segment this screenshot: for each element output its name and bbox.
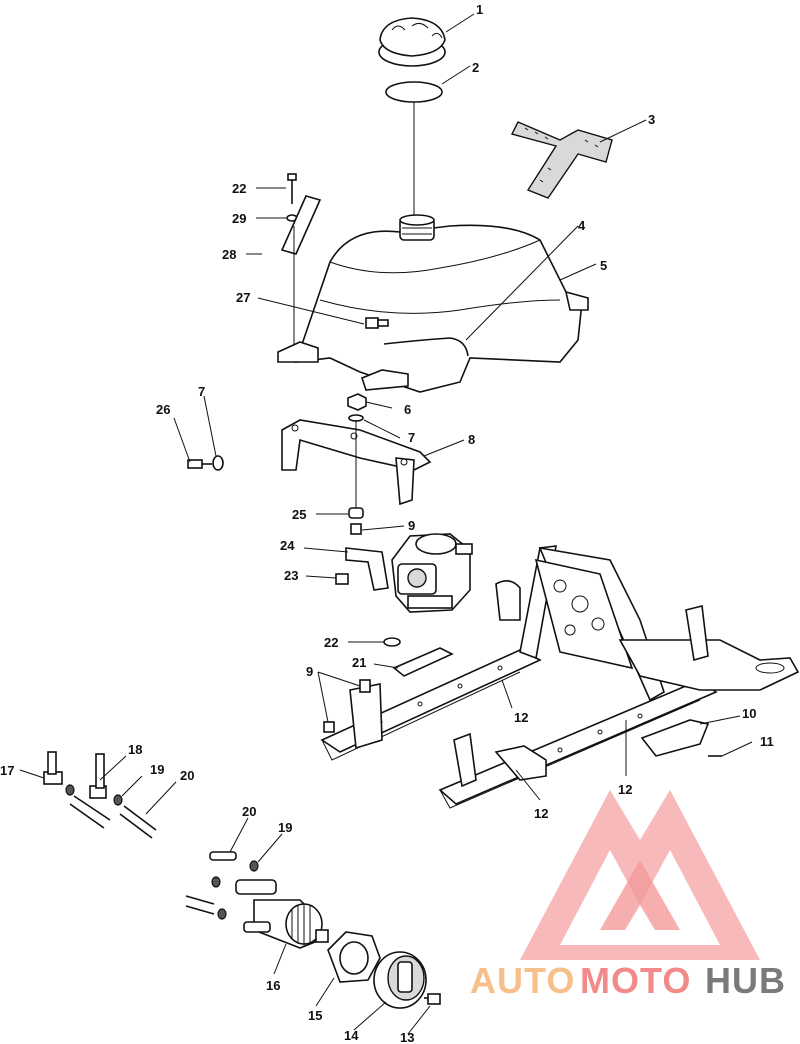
label-part-21: 21 xyxy=(352,655,366,670)
watermark-auto: AUTO xyxy=(470,960,575,1001)
label-part-12-right: 12 xyxy=(618,782,632,797)
bracket-bolt-upper xyxy=(287,173,297,204)
fuel-cap-o-ring xyxy=(385,81,443,103)
part-labels: 1 2 3 4 5 22 29 28 27 6 7 7 26 8 25 9 24… xyxy=(0,2,774,1044)
grommet xyxy=(348,507,364,535)
watermark-moto: MOTO xyxy=(580,960,691,1001)
label-part-19-left: 19 xyxy=(150,762,164,777)
watermark-triangle-inner xyxy=(560,850,720,945)
frame-bracket-10 xyxy=(640,719,722,757)
valve-knob xyxy=(373,951,427,1009)
frame xyxy=(320,545,800,809)
label-part-9-lower: 9 xyxy=(306,664,313,679)
label-part-16: 16 xyxy=(266,978,280,993)
label-part-9-upper: 9 xyxy=(408,518,415,533)
knob-screw xyxy=(424,993,441,1005)
watermark-g-shape xyxy=(600,860,680,930)
watermark-text: AUTO MOTO HUB xyxy=(470,960,786,1001)
label-part-11: 11 xyxy=(760,734,774,749)
label-part-15: 15 xyxy=(308,1008,322,1023)
label-part-23: 23 xyxy=(284,568,298,583)
fuel-valve xyxy=(185,851,329,949)
label-part-12-left: 12 xyxy=(514,710,528,725)
label-part-1: 1 xyxy=(476,2,483,17)
label-part-27: 27 xyxy=(236,290,250,305)
carb-bracket xyxy=(335,547,389,591)
mount-nut xyxy=(347,393,367,422)
label-part-14: 14 xyxy=(344,1028,359,1043)
leader-lines xyxy=(19,13,753,1035)
tank-fitting xyxy=(365,317,389,329)
watermark-hub: HUB xyxy=(705,960,786,1001)
label-part-4: 4 xyxy=(578,218,586,233)
fuel-tank xyxy=(277,214,589,393)
carburetor xyxy=(391,533,473,613)
label-part-8: 8 xyxy=(468,432,475,447)
label-part-7-left: 7 xyxy=(198,384,205,399)
tank-vent-hose xyxy=(383,337,469,357)
fuel-cap xyxy=(378,17,446,67)
tank-bracket-upper xyxy=(280,195,322,255)
mount-bolt-left xyxy=(187,455,224,471)
label-part-22-lower: 22 xyxy=(324,635,338,650)
label-part-26: 26 xyxy=(156,402,170,417)
label-part-17: 17 xyxy=(0,763,14,778)
label-part-24: 24 xyxy=(280,538,295,553)
label-part-6: 6 xyxy=(404,402,411,417)
label-part-5: 5 xyxy=(600,258,607,273)
watermark-logo xyxy=(520,790,760,960)
label-part-20-left: 20 xyxy=(180,768,194,783)
label-part-18: 18 xyxy=(128,742,142,757)
label-part-10: 10 xyxy=(742,706,756,721)
lock-ring xyxy=(327,931,381,983)
label-part-20-right: 20 xyxy=(242,804,256,819)
label-part-12-middle: 12 xyxy=(534,806,548,821)
label-part-29: 29 xyxy=(232,211,246,226)
label-part-13: 13 xyxy=(400,1030,414,1044)
label-part-7-right: 7 xyxy=(408,430,415,445)
frame-bracket-21 xyxy=(383,637,454,677)
vent-hose xyxy=(510,121,613,199)
label-part-25: 25 xyxy=(292,507,306,522)
label-part-2: 2 xyxy=(472,60,479,75)
label-part-19-right: 19 xyxy=(278,820,292,835)
fuel-line-fittings-left xyxy=(43,751,157,839)
label-part-22-upper: 22 xyxy=(232,181,246,196)
label-part-3: 3 xyxy=(648,112,655,127)
label-part-28: 28 xyxy=(222,247,236,262)
